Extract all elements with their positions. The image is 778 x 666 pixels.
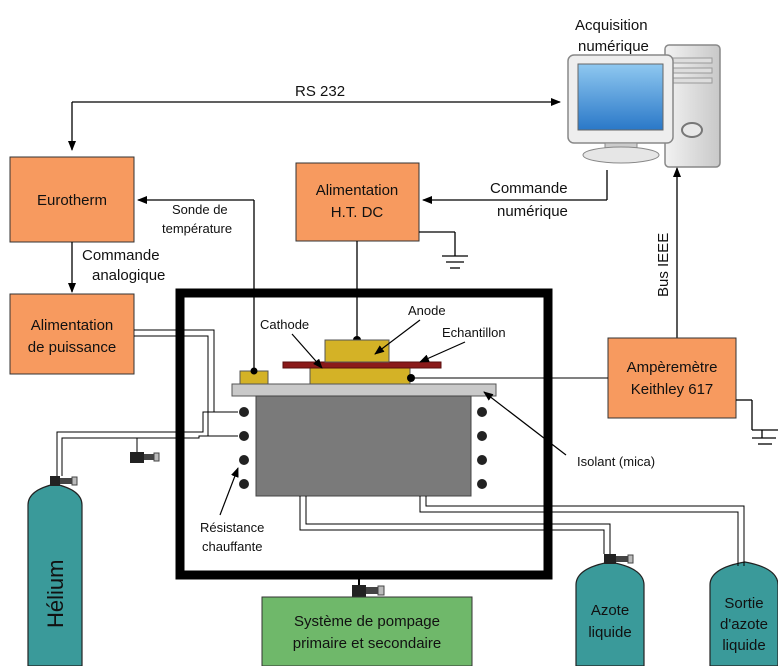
heater-block [255,395,472,497]
vacuum-chamber [175,288,553,580]
pump-valve-icon [352,575,385,597]
analog-command-label-2: analogique [92,267,165,284]
cathode-pointer [291,333,323,369]
heater-coils [239,407,487,489]
power-wires [134,329,238,437]
insulator-label: Isolant (mica) [577,454,655,469]
temperature-probe-line [137,196,255,370]
ammeter-label-1: Ampèremètre [627,359,718,376]
acquisition-label-1: Acquisition [575,17,648,34]
hv-supply-label-2: H.T. DC [331,204,384,221]
ground-icon [419,231,468,269]
hv-supply-box [295,162,420,242]
nitrogen-outlet-lines [419,496,745,566]
anode [324,339,390,363]
cathode [309,367,411,385]
power-supply-label-1: Alimentation [31,317,114,334]
rs232-line [68,98,561,151]
heater-label-2: chauffante [202,539,262,554]
computer-icon [567,44,721,168]
heater-pointer [219,467,239,516]
eurotherm-label: Eurotherm [37,192,107,209]
outlet-label-3: liquide [722,637,765,654]
sample [282,361,442,369]
analog-command-label-1: Commande [82,247,160,264]
pumping-label-1: Système de pompage [294,613,440,630]
bus-ieee-label: Bus IEEE [655,233,672,297]
outlet-label-2: d'azote [720,616,768,633]
ammeter-ground-icon [736,399,778,445]
insulator-pointer [483,391,567,456]
anode-pointer [374,319,421,355]
rs232-label: RS 232 [295,83,345,100]
probe-contact [250,367,258,375]
anode-label: Anode [408,303,446,318]
helium-cylinder [27,476,83,666]
helium-lines [56,411,238,476]
nitrogen-label-1: Azote [591,602,629,619]
liquid-nitrogen-cylinder [575,554,645,666]
ammeter-box [607,337,737,419]
sample-pointer [419,341,466,363]
outlet-label-1: Sortie [724,595,763,612]
probe-label-1: Sonde de [172,202,228,217]
helium-label: Hélium [43,560,68,628]
probe-label-2: température [162,221,232,236]
power-supply-box [9,293,135,375]
digital-command-label-2: numérique [497,203,568,220]
pumping-system-box [261,596,473,666]
heater-label-1: Résistance [200,520,264,535]
power-supply-label-2: de puissance [28,339,116,356]
pumping-label-2: primaire et secondaire [293,635,441,652]
insulator-plate [231,383,497,397]
digital-command-label-1: Commande [490,180,568,197]
ammeter-label-2: Keithley 617 [631,381,714,398]
nitrogen-lines [299,496,611,554]
nitrogen-label-2: liquide [588,624,631,641]
acquisition-label-2: numérique [578,38,649,55]
helium-valve-icon [130,452,160,463]
cathode-label: Cathode [260,317,309,332]
hv-supply-label-1: Alimentation [316,182,399,199]
sample-label: Echantillon [442,325,506,340]
digital-command-line [422,170,608,204]
